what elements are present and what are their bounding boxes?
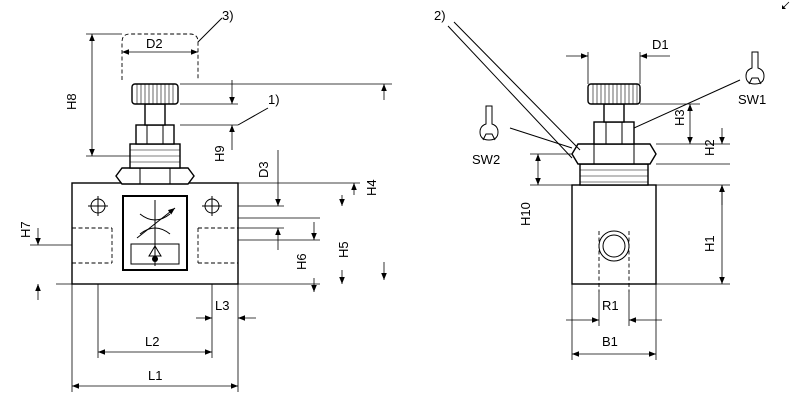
- wrench-icon-sw2: [479, 105, 499, 141]
- dim-h1-label: H1: [702, 235, 717, 252]
- front-spindle: [144, 103, 166, 126]
- side-view: D1 2) SW1 SW2 H3 H2: [434, 8, 766, 360]
- dim-d2-label: D2: [146, 36, 163, 51]
- front-knob-knurl: [136, 84, 174, 104]
- dim-l2-label: L2: [145, 334, 159, 349]
- dim-h10-label: H10: [518, 202, 533, 226]
- front-mounting-hole-right: [202, 196, 222, 216]
- front-mounting-hole-left: [88, 196, 108, 216]
- dim-h6-label: H6: [294, 253, 309, 270]
- dim-d1-label: D1: [652, 37, 669, 52]
- flow-control-symbol-icon: [122, 195, 188, 271]
- side-thread-lines: [580, 169, 648, 183]
- dim-h3-label: H3: [672, 109, 687, 126]
- front-knurled-knob: [131, 83, 179, 105]
- front-hidden-ports: [72, 227, 238, 264]
- sw2-label: SW2: [472, 152, 500, 167]
- dim-h2-label: H2: [702, 139, 717, 156]
- side-spindle: [603, 103, 625, 123]
- side-hex-nut: [571, 143, 657, 165]
- note-3-label: 3): [222, 8, 234, 23]
- dim-h4-label: H4: [364, 179, 379, 196]
- dim-l3-label: L3: [215, 298, 229, 313]
- dim-d3-label: D3: [256, 161, 271, 178]
- dim-h8-label: H8: [64, 93, 79, 110]
- dim-h9-label: H9: [212, 145, 227, 162]
- side-knurled-knob: [587, 83, 641, 105]
- front-hex-nut: [115, 167, 195, 185]
- wrench-icon-sw1: [745, 51, 765, 85]
- note-2-label: 2): [434, 8, 446, 23]
- side-knob-knurl: [592, 84, 638, 104]
- front-thread-lines: [130, 149, 180, 163]
- dim-h7-label: H7: [18, 221, 33, 238]
- dim-r1-label: R1: [602, 298, 619, 313]
- front-lock-nut: [135, 124, 175, 145]
- front-d2-envelope: [121, 33, 199, 80]
- sw1-label: SW1: [738, 92, 766, 107]
- front-view: 3) D2 H8 H9 1) D3 H4 H5: [18, 8, 392, 392]
- dim-b1-label: B1: [602, 334, 618, 349]
- note-1-label: 1): [268, 92, 280, 107]
- dim-h5-label: H5: [336, 241, 351, 258]
- dim-l1-label: L1: [148, 368, 162, 383]
- side-lock-nut: [593, 121, 635, 145]
- arrow-icon: [782, 1, 790, 9]
